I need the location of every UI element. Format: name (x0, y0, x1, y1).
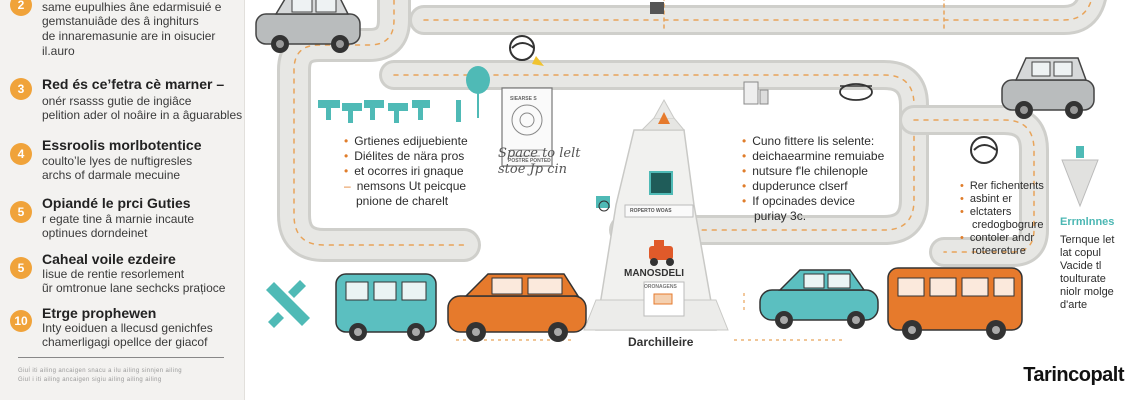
left-feature-list: •Grtienes edijuebiente •Diélites de nära… (344, 134, 468, 209)
right-section-text: Ternque let lat copul Vacide tl toultura… (1060, 234, 1115, 311)
list-item: pnione de charelt (356, 194, 449, 208)
red-machine-icon (649, 240, 674, 266)
step-text-line: gemstanuiâde des â inghiturs (42, 14, 199, 28)
poster-board (501, 87, 553, 167)
tower-sign: MANOSDELI (624, 268, 684, 279)
list-item: •If opcinades device (742, 194, 855, 208)
grey-car-top-left (255, 0, 361, 53)
road-map-canvas (255, 0, 1107, 342)
list-item: •Rer fichentents (960, 180, 1044, 192)
teal-gear-icon (596, 196, 610, 212)
drone-icon (839, 83, 873, 101)
road-map-illustration: •Grtienes edijuebiente •Diélites de nära… (244, 0, 1140, 400)
list-item: –nemsons Ut peicque (344, 179, 467, 193)
bullet-icon: • (344, 134, 349, 148)
right-section-title: Errmlnnes (1060, 216, 1115, 228)
handwritten-note: Space to lelt stoe Jp cin (498, 146, 581, 177)
list-item: •et ocorres iri gnaque (344, 164, 464, 178)
step-text-line: coulto’le lyes de nuftigresles (42, 154, 193, 168)
bullet-icon: • (742, 164, 747, 178)
bullet-icon: • (742, 194, 747, 208)
machine-label: ROPERTO WOAS (630, 208, 672, 214)
bullet-icon: • (960, 232, 964, 244)
step-title: Caheal voile ezdeire (42, 251, 176, 267)
grey-car-right (1001, 57, 1095, 119)
poster-caption: POSTRE PONTED (508, 158, 551, 164)
step-text-line: pelition ader ol noâire in a âguarables (42, 108, 243, 122)
bottom-label: Darchilleire (628, 335, 694, 349)
step-text-line: Inty eoiduen a llecusd genichfes (42, 321, 213, 335)
footnote-line: Giul i iti ailing ancaigen sigiu ailing … (18, 377, 162, 383)
middle-feature-list: •Cuno fittere lis selente: •deichaearmin… (742, 134, 884, 224)
central-tower (583, 98, 729, 331)
step-title: Opiandé le prci Guties (42, 195, 191, 211)
step-number-badge: 5 (10, 257, 32, 279)
step-number-badge: 3 (10, 78, 32, 100)
step-text-line: de innaremasunie are in oisucier (42, 29, 216, 43)
bullet-icon: • (742, 134, 747, 148)
teal-van-left (335, 273, 437, 341)
tower-base-label: ORONAGENS (644, 284, 677, 290)
step-text-line: r egate tine â marnie incaute (42, 212, 195, 226)
right-feature-list: •Rer fichentents •asbint er •elctaters c… (960, 180, 1044, 258)
list-item: credogbogrure (972, 219, 1044, 231)
step-title: Red és ce’fetra cè marner – (42, 76, 225, 92)
teal-plane-icon (266, 280, 310, 328)
step-text-line: ũr omtronue lane sechcks prațioce (42, 281, 226, 295)
list-item: •Grtienes edijuebiente (344, 134, 468, 148)
footnote-divider (18, 357, 224, 358)
bullet-icon: • (960, 206, 964, 218)
footnote: Giul̇ iti ailing ancaigen snacu a ilu ai… (18, 368, 182, 386)
list-item: •deichaearmine remuiabe (742, 149, 885, 163)
step-text-line: archs of darmale mecuine (42, 168, 181, 182)
orange-van-right (887, 267, 1023, 340)
step-text-line: chamerligagi opellce der giacof (42, 335, 208, 349)
bullet-icon: • (344, 164, 349, 178)
step-number-badge: 2 (10, 0, 32, 16)
step-number-badge: 10 (10, 310, 32, 332)
step-title: Essroolis morlbotentice (42, 137, 202, 153)
list-item: •asbint er (960, 193, 1013, 205)
brand-logo: Tarincopalt (1023, 364, 1124, 386)
teal-car-right (759, 269, 879, 329)
bullet-icon: • (742, 179, 747, 193)
step-number-badge: 4 (10, 143, 32, 165)
step-text-line: onér rsasss gutie de ingiâce (42, 94, 192, 108)
list-item: roteereture (972, 245, 1026, 257)
step-title: Etrge prophewen (42, 305, 157, 321)
list-item: •contoler andr (960, 232, 1035, 244)
steps-sidebar: 2 same eupulhies âne edarmisuié e gemsta… (0, 0, 245, 400)
teal-tree-icon (466, 66, 490, 118)
top-marker-icon (650, 2, 664, 14)
teal-people-icon (318, 100, 461, 123)
bullet-icon: • (960, 180, 964, 192)
list-item: puriay 3c. (754, 209, 807, 223)
step-text-line: same eupulhies âne edarmisuié e (42, 0, 222, 14)
poster-title: SIEARSE S (510, 96, 537, 102)
sensor-icon (970, 136, 998, 164)
bullet-icon: • (960, 193, 964, 205)
bullet-icon: • (344, 149, 349, 163)
list-item: •nutsure f'le chilenople (742, 164, 868, 178)
orange-car-left (447, 273, 587, 342)
road-network (277, 0, 1107, 267)
funnel-icon (1061, 146, 1099, 208)
list-item: •dupderunce clserf (742, 179, 848, 193)
list-item: •elctaters (960, 206, 1012, 218)
step-text-line: Iisue de rentie resorlement (42, 267, 185, 281)
bullet-icon: – (344, 179, 351, 193)
list-item: •Cuno fittere lis selente: (742, 134, 875, 148)
footnote-line: Giul̇ iti ailing ancaigen snacu a ilu ai… (18, 368, 182, 374)
monitor-icon (743, 81, 769, 105)
step-text-line: il.auro (42, 44, 75, 58)
globe-icon (509, 35, 544, 66)
list-item: •Diélites de nära pros (344, 149, 465, 163)
bullet-icon: • (742, 149, 747, 163)
step-text-line: optinues dorndeinet (42, 226, 148, 240)
step-number-badge: 5 (10, 201, 32, 223)
